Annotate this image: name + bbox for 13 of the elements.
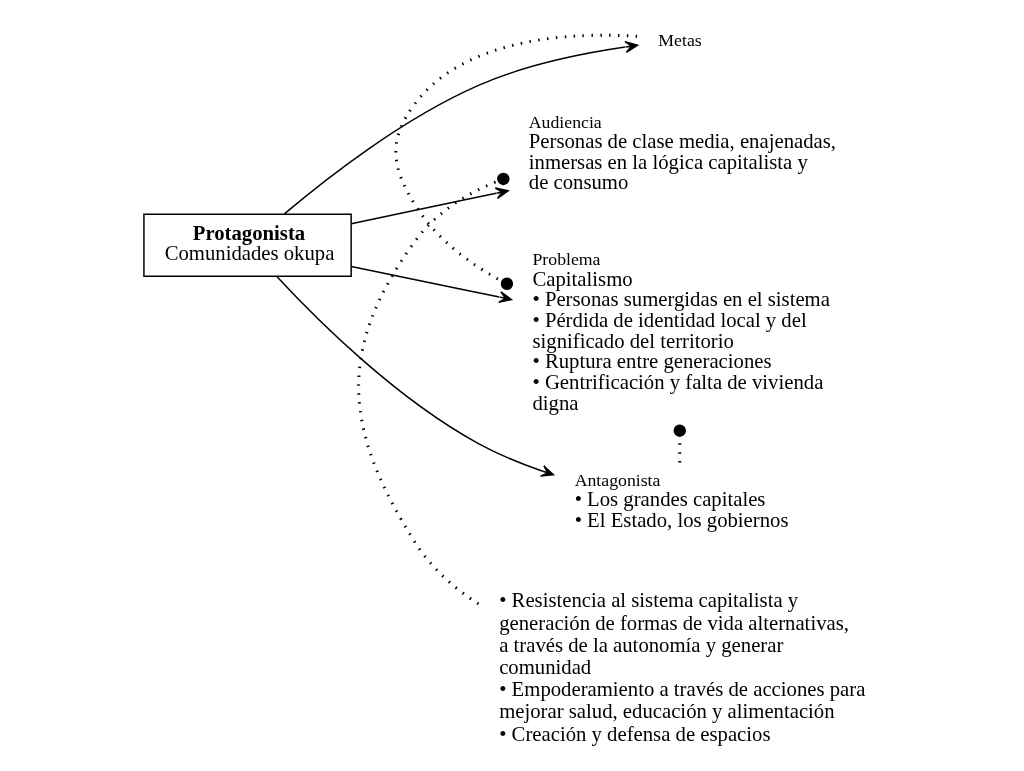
connector	[673, 424, 686, 463]
connector	[393, 33, 637, 290]
arrow	[350, 265, 512, 304]
node-text: • Resistencia al sistema capitalista y generación de formas de vida alternativas, a través de la autonomía y generar comunidad • Empoderamiento a través de acciones para mejorar salud, educación y alimentación • Creación y defensa de espacios	[498, 589, 865, 745]
node-text: Antagonista • Los grandes capitales • El Estado, los gobiernos	[574, 469, 789, 531]
node-box: Protagonista Comunidades okupa	[142, 213, 352, 278]
arrow	[350, 187, 509, 225]
node-text: Audiencia Personas de clase media, enajenadas, inmersas en la lógica capitalista y de consumo	[528, 111, 836, 194]
connector	[356, 172, 510, 606]
arrow	[275, 276, 554, 477]
arrow	[282, 40, 638, 215]
node-text: Problema Capitalismo • Personas sumergidas en el sistema • Pérdida de identidad local y del significado del territorio • Ruptura entre generaciones • Gentrificación y falta de vivienda digna	[531, 249, 830, 414]
node-text: Metas	[657, 29, 702, 50]
